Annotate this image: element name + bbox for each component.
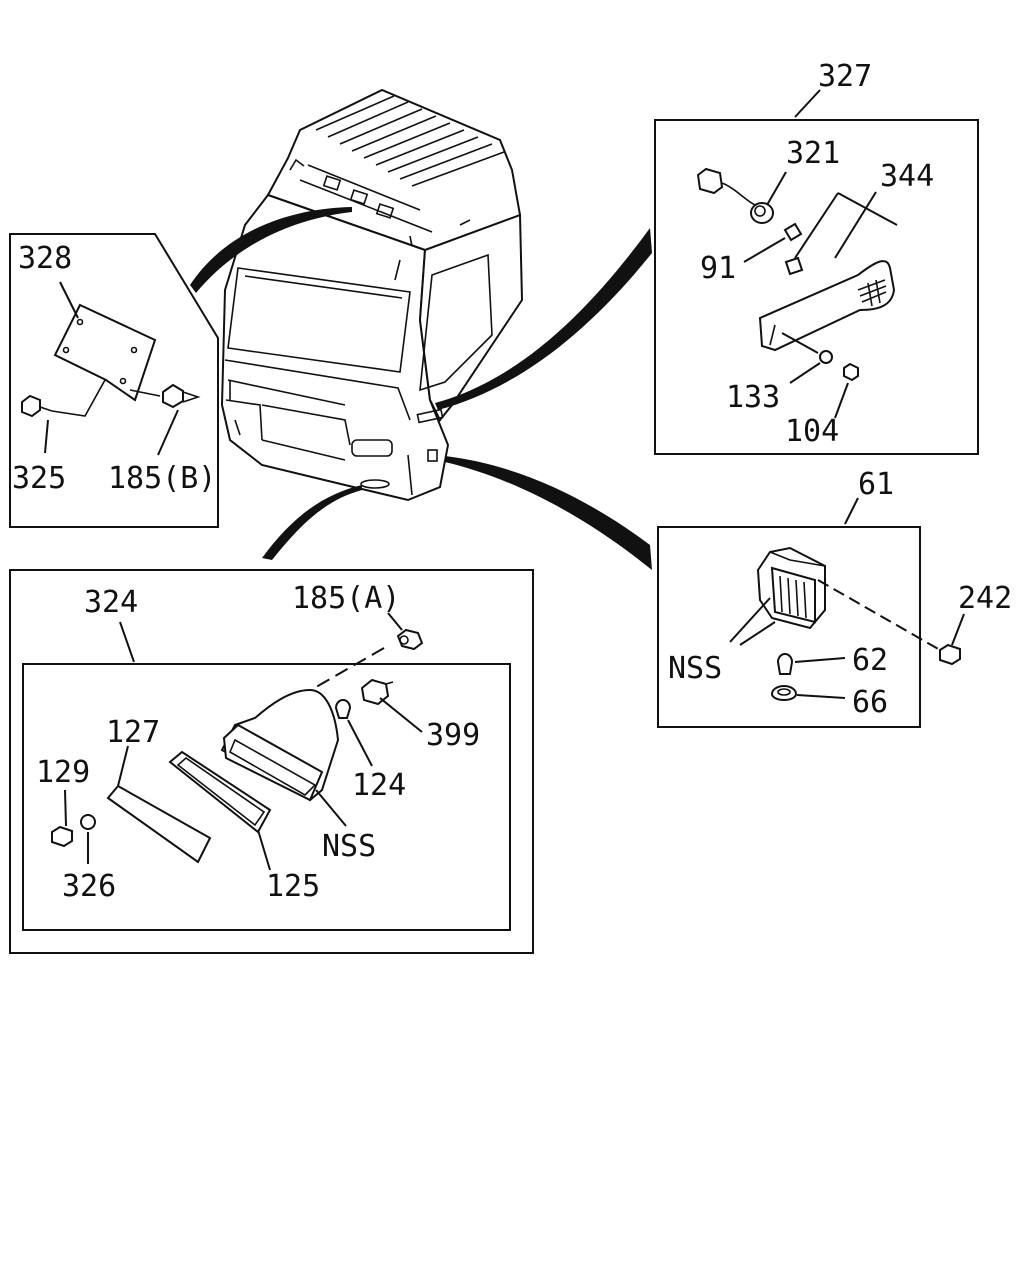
label-125: 125 bbox=[266, 869, 320, 904]
label-325: 325 bbox=[12, 461, 66, 496]
group-327-frame bbox=[654, 119, 979, 455]
label-124: 124 bbox=[352, 768, 406, 803]
label-324: 324 bbox=[84, 585, 138, 620]
label-nss-side: NSS bbox=[668, 651, 722, 686]
group-328-bracket: 328 325 185(B) bbox=[9, 233, 219, 528]
group-61-frame bbox=[657, 526, 921, 728]
truck-cab bbox=[220, 88, 524, 502]
label-344: 344 bbox=[880, 159, 934, 194]
group-328-frame bbox=[9, 233, 219, 528]
sweep-to-side-turn bbox=[445, 456, 652, 570]
label-62: 62 bbox=[852, 643, 888, 678]
label-91: 91 bbox=[700, 251, 736, 286]
label-399: 399 bbox=[426, 718, 480, 753]
label-129: 129 bbox=[36, 755, 90, 790]
label-242: 242 bbox=[958, 581, 1012, 616]
group-324-front-lamp: 324 185(A) 399 124 127 129 326 125 NSS bbox=[9, 569, 534, 954]
label-nss-fog: NSS bbox=[322, 829, 376, 864]
sweep-to-fog-lamp bbox=[262, 485, 362, 560]
group-324-outer-frame bbox=[9, 569, 534, 954]
label-328: 328 bbox=[18, 241, 72, 276]
label-327: 327 bbox=[818, 59, 872, 94]
label-61: 61 bbox=[858, 467, 894, 502]
group-327-side-marker: 327 321 344 91 133 104 bbox=[654, 59, 979, 455]
label-321: 321 bbox=[786, 136, 840, 171]
label-66: 66 bbox=[852, 685, 888, 720]
sweep-to-lamp-mount bbox=[190, 207, 352, 293]
label-133: 133 bbox=[726, 380, 780, 415]
group-61-side-turn: 61 242 62 66 NSS bbox=[657, 467, 1012, 728]
label-326: 326 bbox=[62, 869, 116, 904]
label-127: 127 bbox=[106, 715, 160, 750]
callout-sweeps bbox=[190, 207, 652, 570]
label-185a: 185(A) bbox=[292, 581, 400, 616]
group-324-inner-frame bbox=[22, 663, 511, 931]
label-185b: 185(B) bbox=[108, 461, 216, 496]
label-104: 104 bbox=[785, 414, 839, 449]
